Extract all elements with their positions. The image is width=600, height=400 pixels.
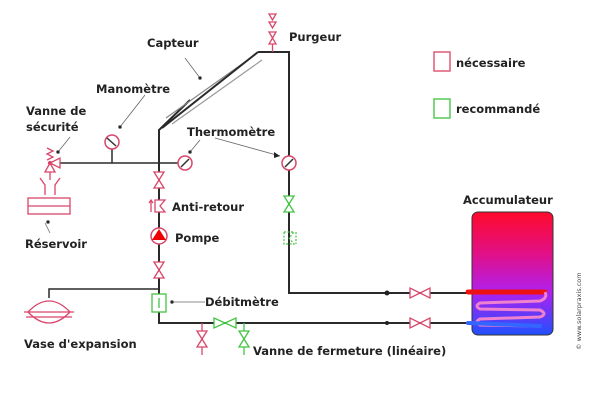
tank-valve-supply-icon <box>409 286 431 300</box>
manometer-icon <box>104 134 120 150</box>
legend-label-recommended: recommandé <box>456 102 540 116</box>
purgeur-icon <box>267 13 278 52</box>
pipe-collector-top <box>258 51 470 294</box>
label-reservoir: Réservoir <box>25 237 87 251</box>
label-vanne-securite-line2: sécurité <box>26 120 79 134</box>
label-vanne-securite-line1: Vanne de <box>26 104 86 118</box>
legend: nécessaire recommandé <box>433 51 540 119</box>
flow-arrow-supply <box>384 290 390 296</box>
collector-panel <box>161 51 263 129</box>
legend-label-necessary: nécessaire <box>456 56 526 70</box>
legend-swatch-necessary <box>433 51 451 72</box>
thermometer-right-icon <box>281 155 297 171</box>
drain-valve-red-icon <box>195 323 209 355</box>
copyright-text: © www.solarpraxis.com <box>575 272 583 350</box>
label-vase-expansion: Vase d'expansion <box>24 337 137 351</box>
shutoff-valve-lower-icon <box>152 261 166 279</box>
legend-swatch-recommended <box>433 98 451 119</box>
shutoff-valve-upper-icon <box>152 171 166 189</box>
pipe-collector-return <box>158 99 470 324</box>
linear-valve-green-icon <box>213 316 237 330</box>
safety-valve-icon <box>43 147 61 180</box>
pump-icon <box>150 227 168 245</box>
accumulator-tank <box>465 211 554 336</box>
heat-exchanger-coil <box>465 289 548 328</box>
tank-valve-return-icon <box>409 316 431 330</box>
flow-arrow-return <box>385 321 389 325</box>
label-debitmetre: Débitmètre <box>205 295 279 309</box>
thermometer-left-icon <box>177 155 193 171</box>
label-anti-retour: Anti-retour <box>172 200 244 214</box>
recommended-valve-icon <box>282 195 296 213</box>
reservoir-icon <box>27 177 71 215</box>
label-manometre: Manomètre <box>96 82 170 96</box>
label-pompe: Pompe <box>175 231 220 245</box>
label-vanne-fermeture: Vanne de fermeture (linéaire) <box>253 344 446 358</box>
label-purgeur: Purgeur <box>289 30 342 44</box>
pipe-expansion-branch <box>48 288 159 298</box>
leader-lines <box>44 57 281 304</box>
expansion-vessel-icon <box>24 300 74 324</box>
label-accumulateur: Accumulateur <box>463 193 553 207</box>
label-thermometre: Thermomètre <box>187 125 275 139</box>
flowmeter-icon <box>151 293 167 313</box>
drain-valve-green-icon <box>237 323 251 355</box>
recommended-check-valve-icon <box>283 231 297 245</box>
pipes <box>48 51 470 324</box>
check-valve-icon <box>148 198 167 213</box>
label-capteur: Capteur <box>147 36 199 50</box>
